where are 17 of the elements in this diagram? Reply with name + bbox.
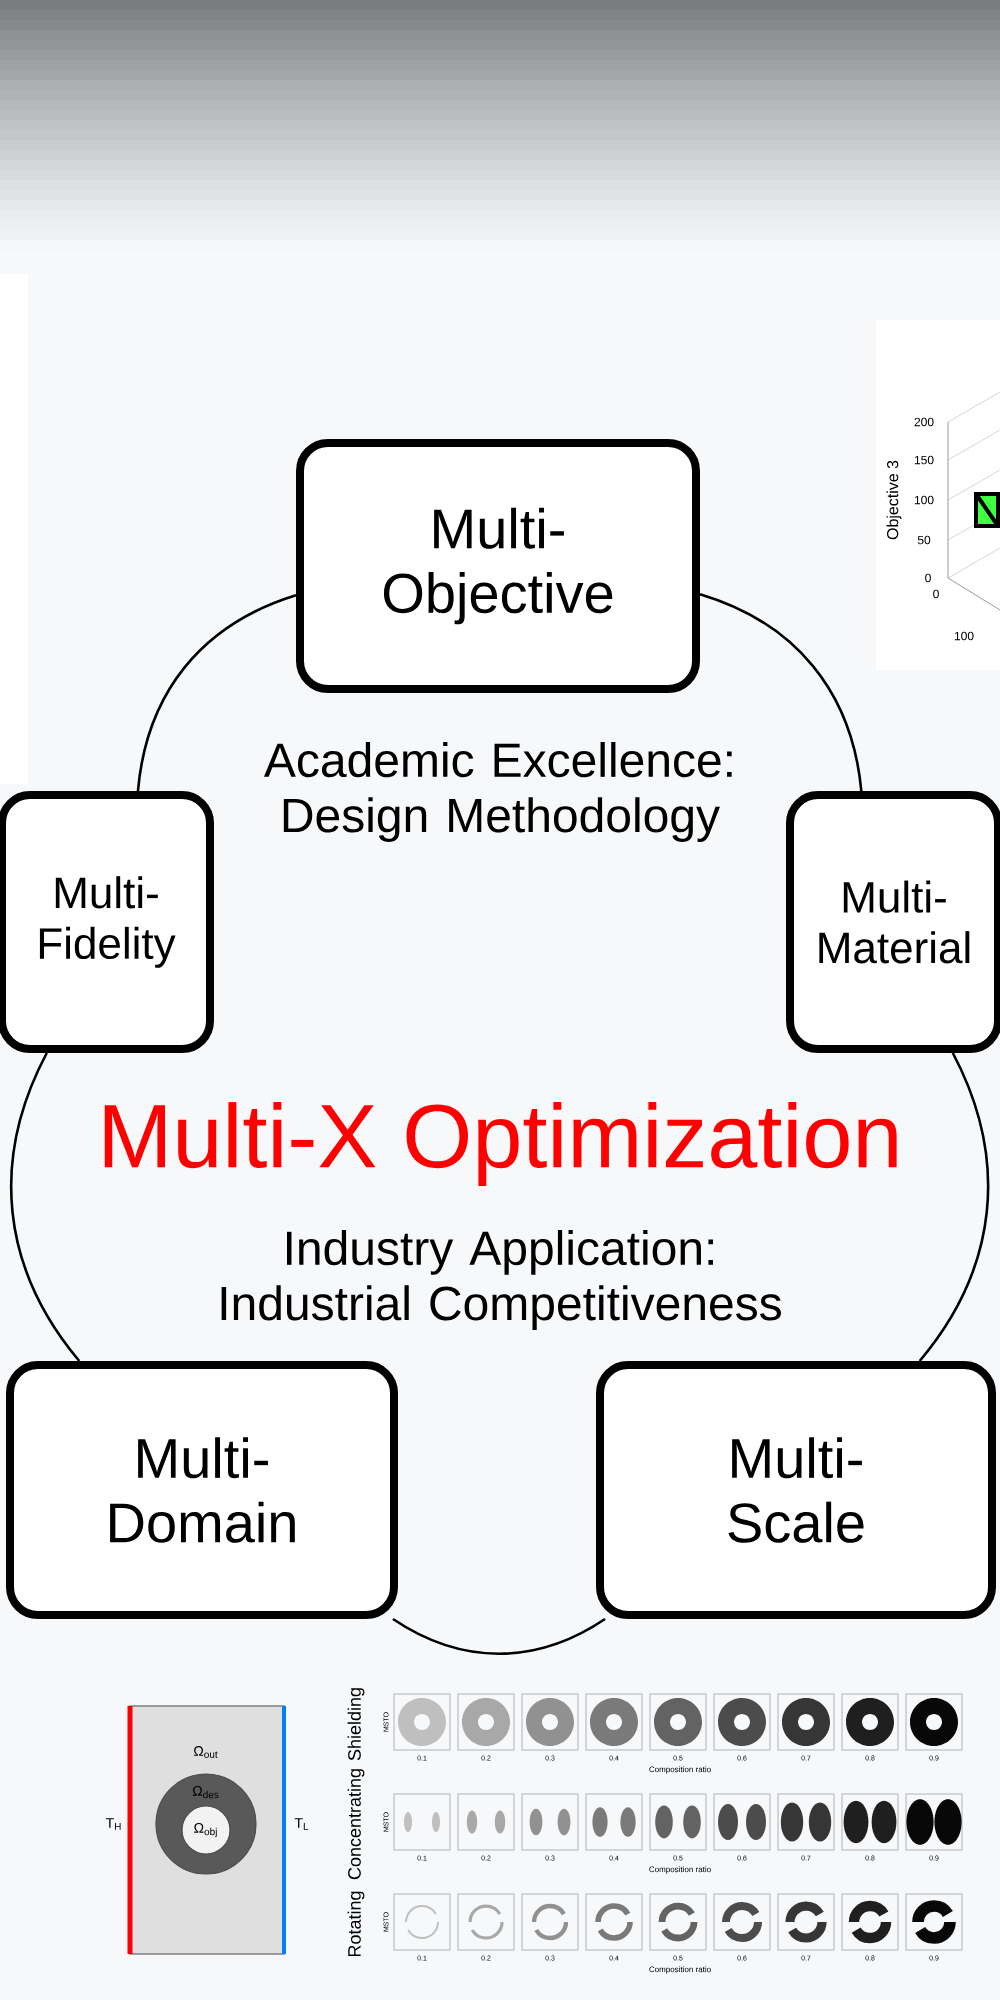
rounded-box: Multi- Domain <box>6 1361 398 1619</box>
ring-arc <box>699 592 863 792</box>
subtitle: Academic Excellence: Design Methodology <box>264 742 732 842</box>
axis-label: Objective 3 <box>886 460 902 540</box>
row-label: Rotating <box>347 1891 365 1957</box>
rounded-box: Multi- Scale <box>596 1361 996 1619</box>
row-label: Shielding <box>347 1688 365 1761</box>
title: Multi-X Optimization <box>104 1102 897 1186</box>
subtitle: Industry Application: Industrial Competitiveness <box>221 1230 781 1330</box>
ring-arc <box>9 1052 81 1362</box>
ring-arc <box>918 1052 990 1362</box>
rounded-box: Multi- Fidelity <box>0 791 214 1053</box>
ring-arc <box>136 594 297 792</box>
rounded-box: Multi- Objective <box>296 439 700 693</box>
row-label: Concentrating <box>347 1769 365 1880</box>
rounded-box: Multi- Material <box>786 791 1000 1053</box>
ring-arc <box>392 1617 606 1655</box>
